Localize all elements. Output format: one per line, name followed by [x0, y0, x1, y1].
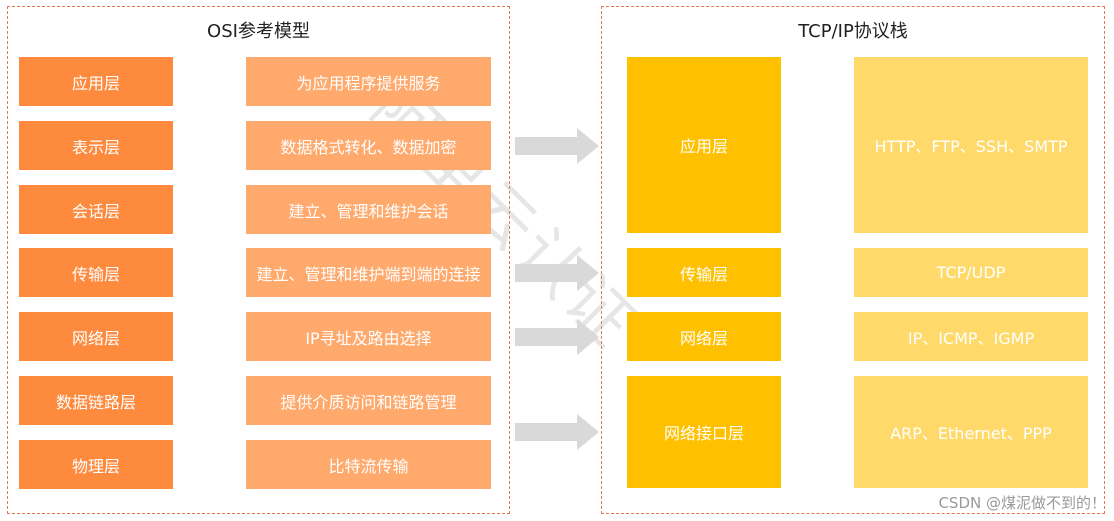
osi-desc-transport: 建立、管理和维护端到端的连接: [246, 248, 491, 297]
osi-layer-network: 网络层: [19, 312, 173, 361]
arrow-application-mapping: [515, 128, 599, 164]
tcpip-stack-panel: TCP/IP协议栈: [601, 6, 1105, 514]
arrow-interface-mapping: [515, 414, 599, 450]
osi-layer-transport: 传输层: [19, 248, 173, 297]
osi-desc-network: IP寻址及路由选择: [246, 312, 491, 361]
osi-desc-presentation: 数据格式转化、数据加密: [246, 121, 491, 170]
osi-title: OSI参考模型: [207, 21, 310, 42]
tcp-proto-interface: ARP、Ethernet、PPP: [854, 376, 1088, 488]
osi-desc-datalink: 提供介质访问和链路管理: [246, 376, 491, 425]
arrow-network-mapping: [515, 319, 599, 355]
tcp-layer-transport: 传输层: [627, 248, 781, 297]
tcp-proto-transport: TCP/UDP: [854, 248, 1088, 297]
osi-desc-application: 为应用程序提供服务: [246, 57, 491, 106]
osi-layer-presentation: 表示层: [19, 121, 173, 170]
osi-layer-session: 会话层: [19, 185, 173, 234]
footer-credit: CSDN @煤泥做不到的！: [938, 494, 1106, 512]
tcp-layer-network: 网络层: [627, 312, 781, 361]
osi-desc-physical: 比特流传输: [246, 440, 491, 489]
osi-model-panel: OSI参考模型: [7, 6, 510, 514]
tcpip-title: TCP/IP协议栈: [798, 21, 908, 42]
tcp-proto-network: IP、ICMP、IGMP: [854, 312, 1088, 361]
osi-layer-application: 应用层: [19, 57, 173, 106]
osi-layer-physical: 物理层: [19, 440, 173, 489]
tcp-layer-application: 应用层: [627, 57, 781, 233]
osi-desc-session: 建立、管理和维护会话: [246, 185, 491, 234]
tcp-proto-application: HTTP、FTP、SSH、SMTP: [854, 57, 1088, 233]
arrow-transport-mapping: [515, 255, 599, 291]
tcp-layer-interface: 网络接口层: [627, 376, 781, 488]
osi-layer-datalink: 数据链路层: [19, 376, 173, 425]
